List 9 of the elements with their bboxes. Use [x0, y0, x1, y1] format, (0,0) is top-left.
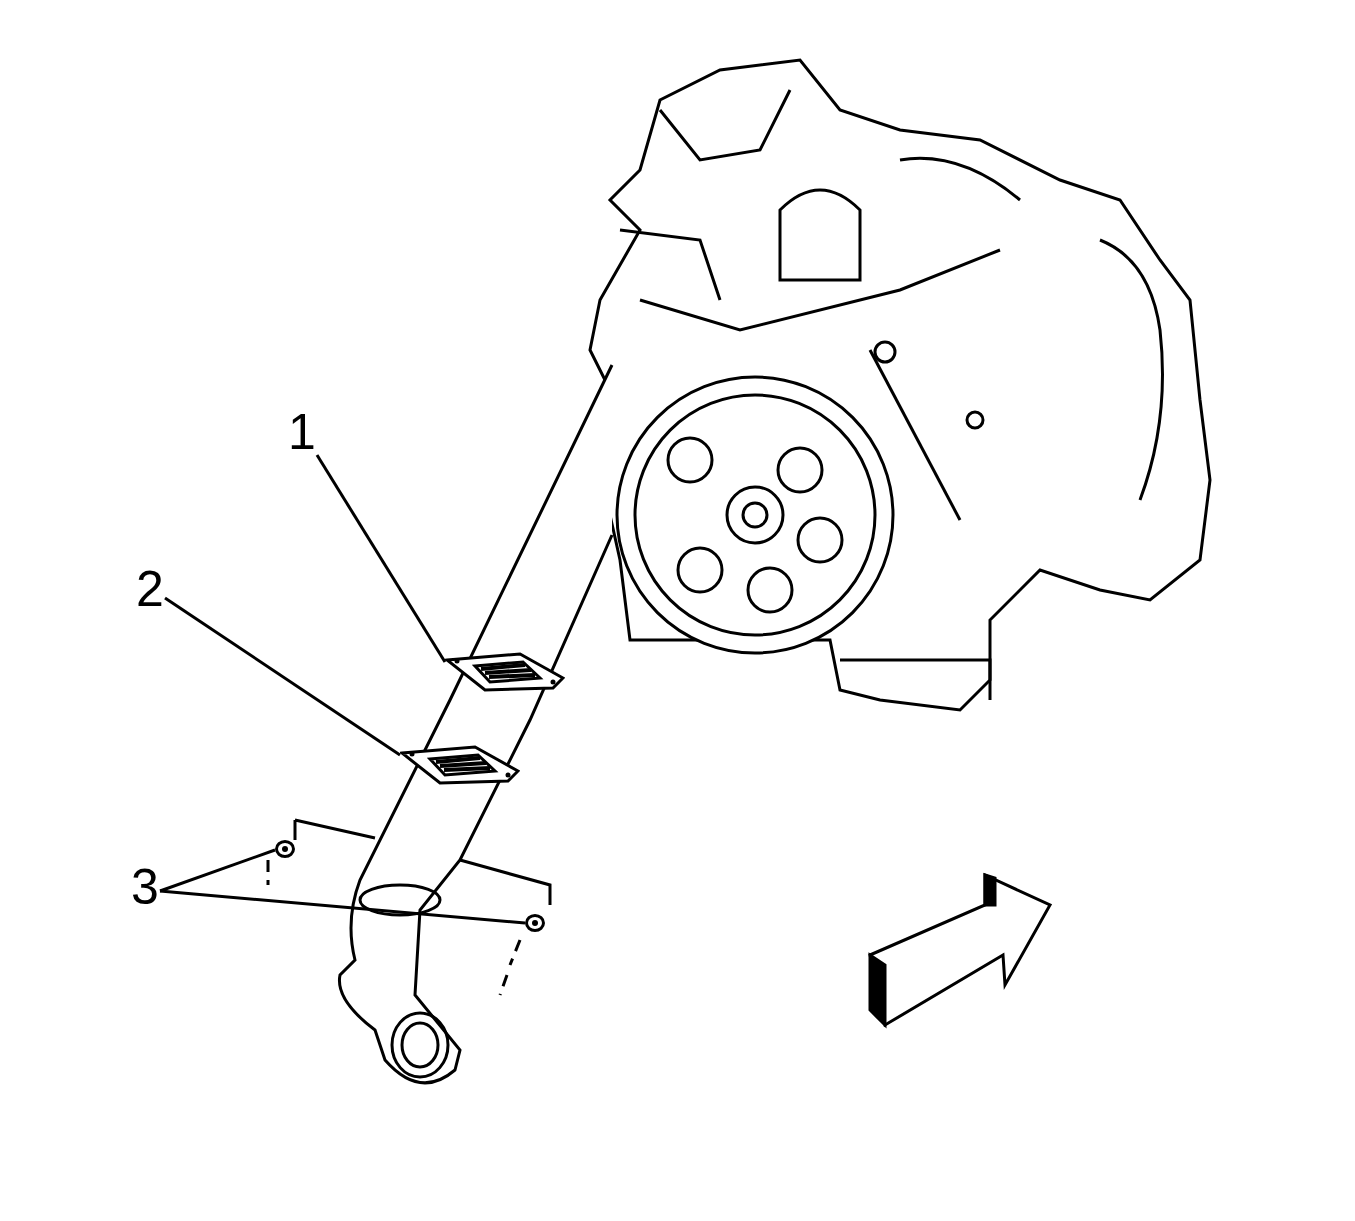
callout-number: 3 [130, 860, 160, 915]
callout-number: 2 [135, 562, 165, 617]
callout-number: 1 [287, 405, 317, 460]
leader-line [315, 454, 447, 663]
nut-drawing [525, 914, 545, 932]
leader-line [159, 889, 526, 925]
leader-line [159, 848, 276, 893]
nut-drawing [275, 840, 295, 858]
leader-line [164, 596, 401, 757]
